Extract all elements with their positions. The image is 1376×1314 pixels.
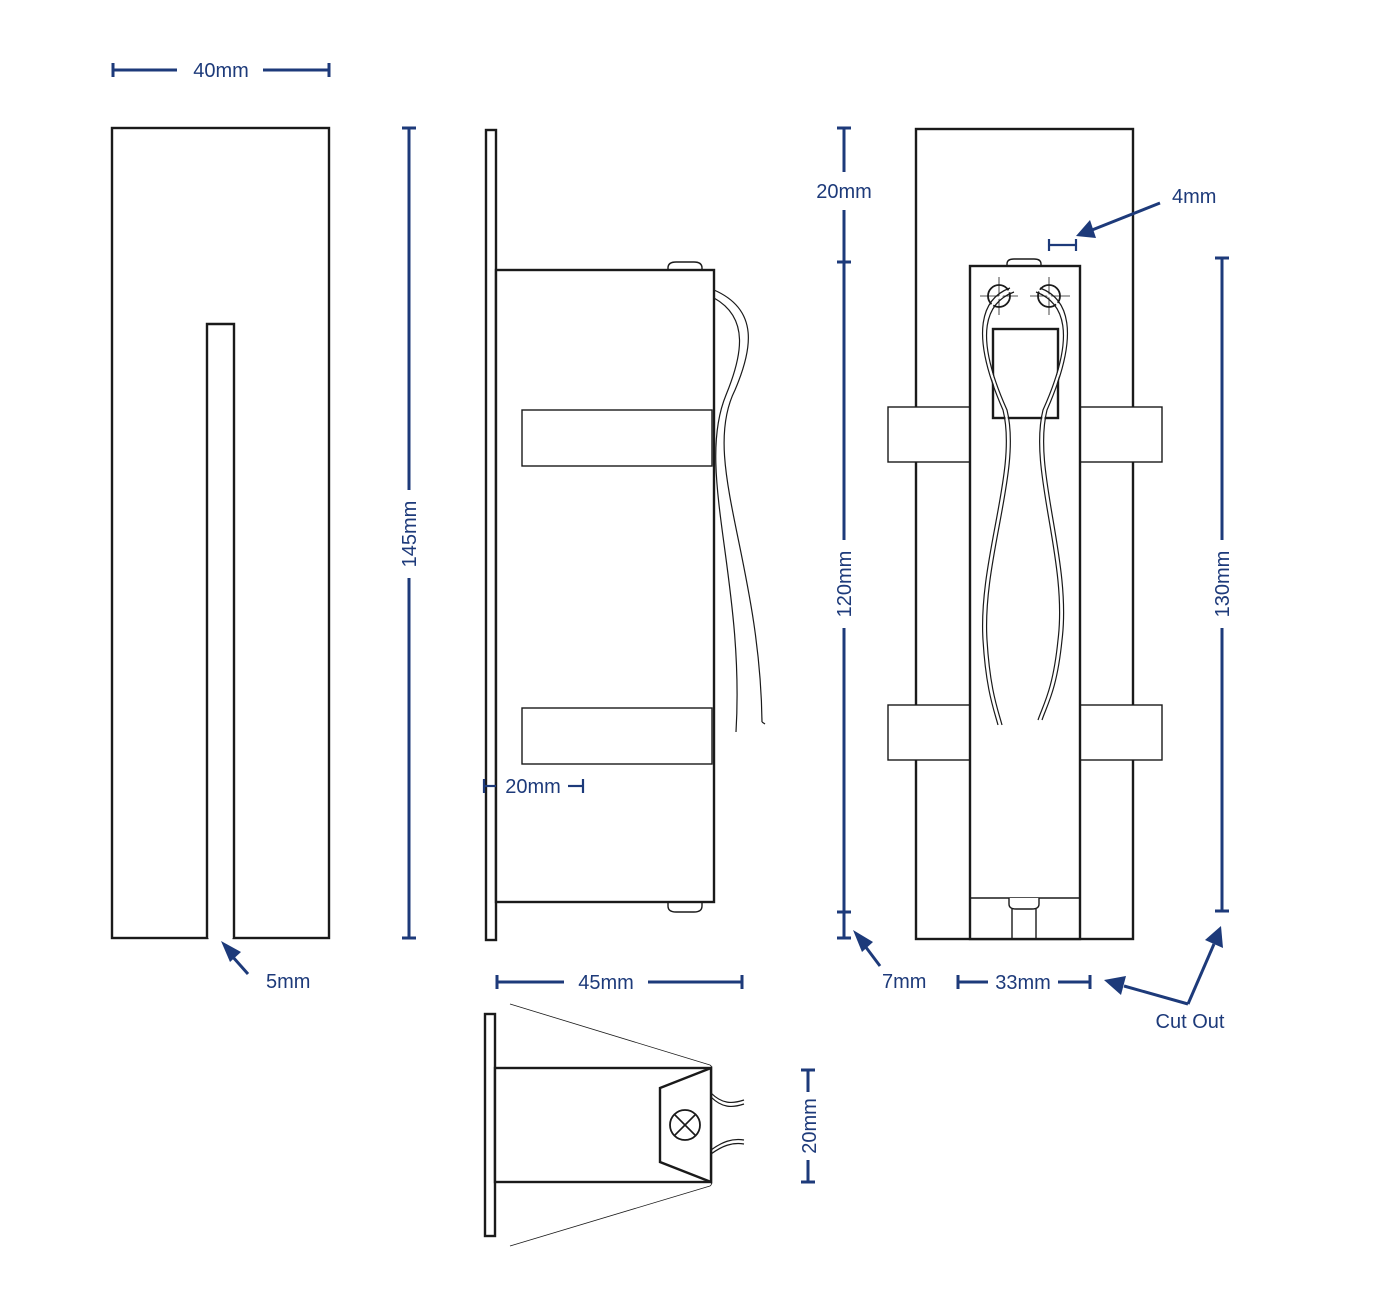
cutout-callout: Cut Out — [1104, 926, 1225, 1033]
side-faceplate — [484, 128, 498, 942]
rear-left-lower-bracket — [887, 704, 971, 761]
rear-body-label: 120mm — [834, 551, 856, 618]
rear-left-upper-bracket — [887, 406, 971, 463]
rear-width-label: 33mm — [995, 972, 1051, 994]
flange-label: 20mm — [505, 776, 561, 798]
rear-view — [887, 127, 1163, 941]
overall-height-dimension: 145mm — [399, 126, 421, 940]
overall-height-label: 145mm — [399, 501, 421, 568]
side-upper-bracket — [521, 409, 713, 467]
side-view — [484, 128, 766, 942]
side-lower-bracket — [521, 707, 713, 765]
tab-callout: 4mm — [1047, 186, 1216, 251]
tab-label: 4mm — [1172, 186, 1216, 208]
bottom-height-dimension: 20mm — [799, 1068, 821, 1184]
bottom-bevel-top — [509, 1003, 711, 1066]
cutout-label: Cut Out — [1156, 1011, 1225, 1033]
bottom-height-label: 20mm — [799, 1098, 821, 1154]
side-bottom-clip — [667, 902, 703, 913]
cutout-height-dimension: 130mm — [1212, 256, 1234, 913]
front-width-dimension: 40mm — [111, 60, 331, 82]
slot-width-label: 5mm — [266, 971, 310, 993]
side-housing — [494, 268, 716, 904]
bottom-bevel-bottom — [509, 1185, 711, 1247]
rear-width-dimension: 33mm — [956, 972, 1092, 994]
depth-label: 45mm — [578, 972, 634, 994]
flange-dimension: 20mm — [482, 776, 585, 798]
side-wires — [713, 289, 766, 733]
rear-top-label: 20mm — [816, 181, 872, 203]
screw-icon — [669, 1109, 701, 1141]
rear-bottom-clip — [1008, 898, 1040, 910]
bottom-wires — [710, 1092, 745, 1155]
front-view — [110, 126, 331, 940]
slot-width-callout: 5mm — [221, 941, 310, 993]
bottom-view — [483, 1003, 745, 1247]
cutout-height-label: 130mm — [1212, 551, 1234, 618]
rear-right-lower-bracket — [1079, 704, 1163, 761]
rear-wires — [981, 287, 1068, 726]
depth-dimension: 45mm — [495, 972, 744, 994]
front-light-slot — [205, 322, 236, 938]
bottom-faceplate — [483, 1012, 497, 1238]
front-width-label: 40mm — [193, 60, 249, 82]
rear-right-upper-bracket — [1079, 406, 1163, 463]
rear-vertical-dimension: 20mm 120mm — [816, 126, 872, 940]
bottom-gap-callout: 7mm — [853, 930, 926, 993]
bottom-gap-label: 7mm — [882, 971, 926, 993]
